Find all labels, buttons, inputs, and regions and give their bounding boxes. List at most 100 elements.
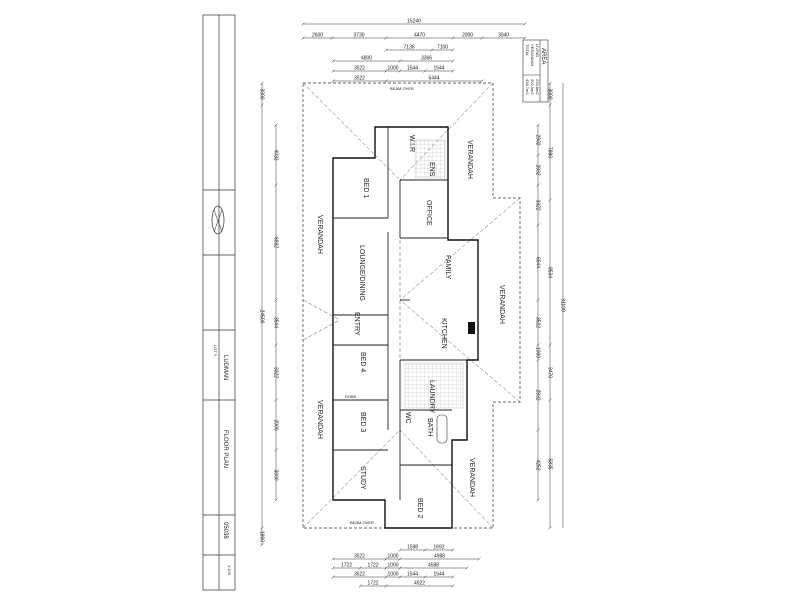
title-block — [202, 14, 236, 591]
dimension-value: 3544 — [273, 317, 279, 328]
dimension-tick — [548, 343, 552, 347]
room-label-verandah-right-top: VERANDAH — [466, 140, 473, 179]
dimension-value: 2000 — [462, 33, 473, 39]
dimension-value: 3522 — [354, 66, 365, 72]
dimension-value: 1722 — [341, 563, 352, 569]
dimension-value: 4588 — [428, 563, 439, 569]
dimension-value: 8534 — [547, 267, 553, 278]
dimension-tick — [480, 79, 484, 83]
area-value: 202.9m2 — [530, 79, 535, 95]
dimension-tick — [384, 575, 388, 579]
dimension-tick — [384, 79, 388, 83]
dimension-tick — [274, 343, 278, 347]
dimension-tick — [536, 123, 540, 127]
dimension-value: 3470 — [547, 367, 553, 378]
area-value: 235.8m2 — [535, 79, 540, 95]
dimension-value: 4032 — [273, 149, 279, 160]
area-heading: AREA — [540, 48, 546, 64]
dimension-value: 6544 — [535, 257, 541, 268]
dimension-tick — [536, 183, 540, 187]
dimension-tick — [536, 358, 540, 362]
dimension-tick — [398, 557, 402, 561]
dimension-value: 3322 — [535, 199, 541, 210]
scale: 1:100 — [227, 565, 232, 576]
dimension-tick — [331, 59, 335, 63]
internal-walls — [333, 127, 467, 500]
dimension-value: 1598 — [407, 545, 418, 551]
dimension-tick — [274, 498, 278, 502]
dimension-value: 15240 — [407, 19, 421, 25]
dimension-value: 3522 — [354, 554, 365, 560]
room-label-wc: WC — [404, 412, 411, 424]
dimension-value: 1692 — [433, 545, 444, 551]
bath-tub — [436, 414, 448, 444]
area-table — [522, 39, 549, 103]
dimension-value: 1000 — [387, 554, 398, 560]
dimension-value: 4922 — [414, 581, 425, 587]
robe-label: ROBE — [345, 394, 357, 399]
dimension-value: 2932 — [535, 389, 541, 400]
dimension-tick — [398, 548, 402, 552]
dimension-value: 3522 — [354, 572, 365, 578]
room-label-bed4: BED 4 — [359, 352, 366, 372]
drawing-title: FLOOR PLAN — [222, 430, 228, 468]
dimension-value: 3522 — [354, 76, 365, 82]
dimension-tick — [398, 69, 402, 73]
dimension-tick — [260, 81, 264, 85]
dimension-value: 1000 — [535, 347, 541, 358]
dimension-tick — [548, 398, 552, 402]
room-label-bed2: BED 2 — [416, 498, 423, 518]
room-label-family: FAMILY — [444, 255, 451, 280]
dimension-tick — [536, 498, 540, 502]
dimension-value: 3040 — [498, 33, 509, 39]
room-label-wir: W.I.R — [408, 135, 415, 152]
job-number: 05038 — [222, 522, 228, 539]
dimension-tick — [536, 428, 540, 432]
dimension-tick — [523, 36, 527, 40]
dimension-value: 4988 — [434, 554, 445, 560]
dimension-tick — [548, 526, 552, 530]
dimension-tick — [398, 566, 402, 570]
dimension-value: 1722 — [367, 563, 378, 569]
cooktop — [468, 322, 475, 334]
client-name: LUDMAN — [222, 355, 228, 380]
dimension-tick — [398, 575, 402, 579]
dimension-value: 7880 — [547, 147, 553, 158]
dimension-value: 5835 — [547, 458, 553, 469]
dimension-tick — [536, 298, 540, 302]
dimension-value: 1722 — [367, 581, 378, 587]
dimension-value: 1544 — [407, 572, 418, 578]
dimension-tick — [384, 566, 388, 570]
dimension-value: 3522 — [535, 317, 541, 328]
dimension-tick — [384, 557, 388, 561]
dimension-value: 3730 — [353, 33, 364, 39]
dimension-tick — [384, 584, 388, 588]
dimension-tick — [274, 123, 278, 127]
dimension-tick — [536, 343, 540, 347]
dimension-value: 1544 — [433, 572, 444, 578]
dimension-tick — [398, 59, 402, 63]
dimension-tick — [331, 79, 335, 83]
dimension-value: 1000 — [387, 563, 398, 569]
room-label-bed3: BED 3 — [359, 412, 366, 432]
room-label-study: STUDY — [359, 466, 366, 490]
dimension-tick — [477, 557, 481, 561]
dimension-tick — [548, 103, 552, 107]
dimension-tick — [260, 103, 264, 107]
dimension-tick — [384, 69, 388, 73]
dimension-tick — [384, 36, 388, 40]
dimension-value: 6444 — [428, 76, 439, 82]
room-label-ens: ENS — [428, 162, 435, 177]
room-label-bed1: BED 1 — [362, 178, 369, 198]
dimension-tick — [274, 398, 278, 402]
dimension-value: 3000 — [273, 469, 279, 480]
dimension-tick — [451, 584, 455, 588]
room-label-laundry: LAUNDRY — [428, 380, 435, 414]
dimension-tick — [358, 566, 362, 570]
dimension-value: 3000 — [259, 88, 265, 99]
dimension-value: 1000 — [387, 66, 398, 72]
dimension-tick — [301, 22, 305, 26]
dimension-tick — [451, 48, 455, 52]
dimension-tick — [331, 69, 335, 73]
dimension-value: 2600 — [312, 33, 323, 39]
